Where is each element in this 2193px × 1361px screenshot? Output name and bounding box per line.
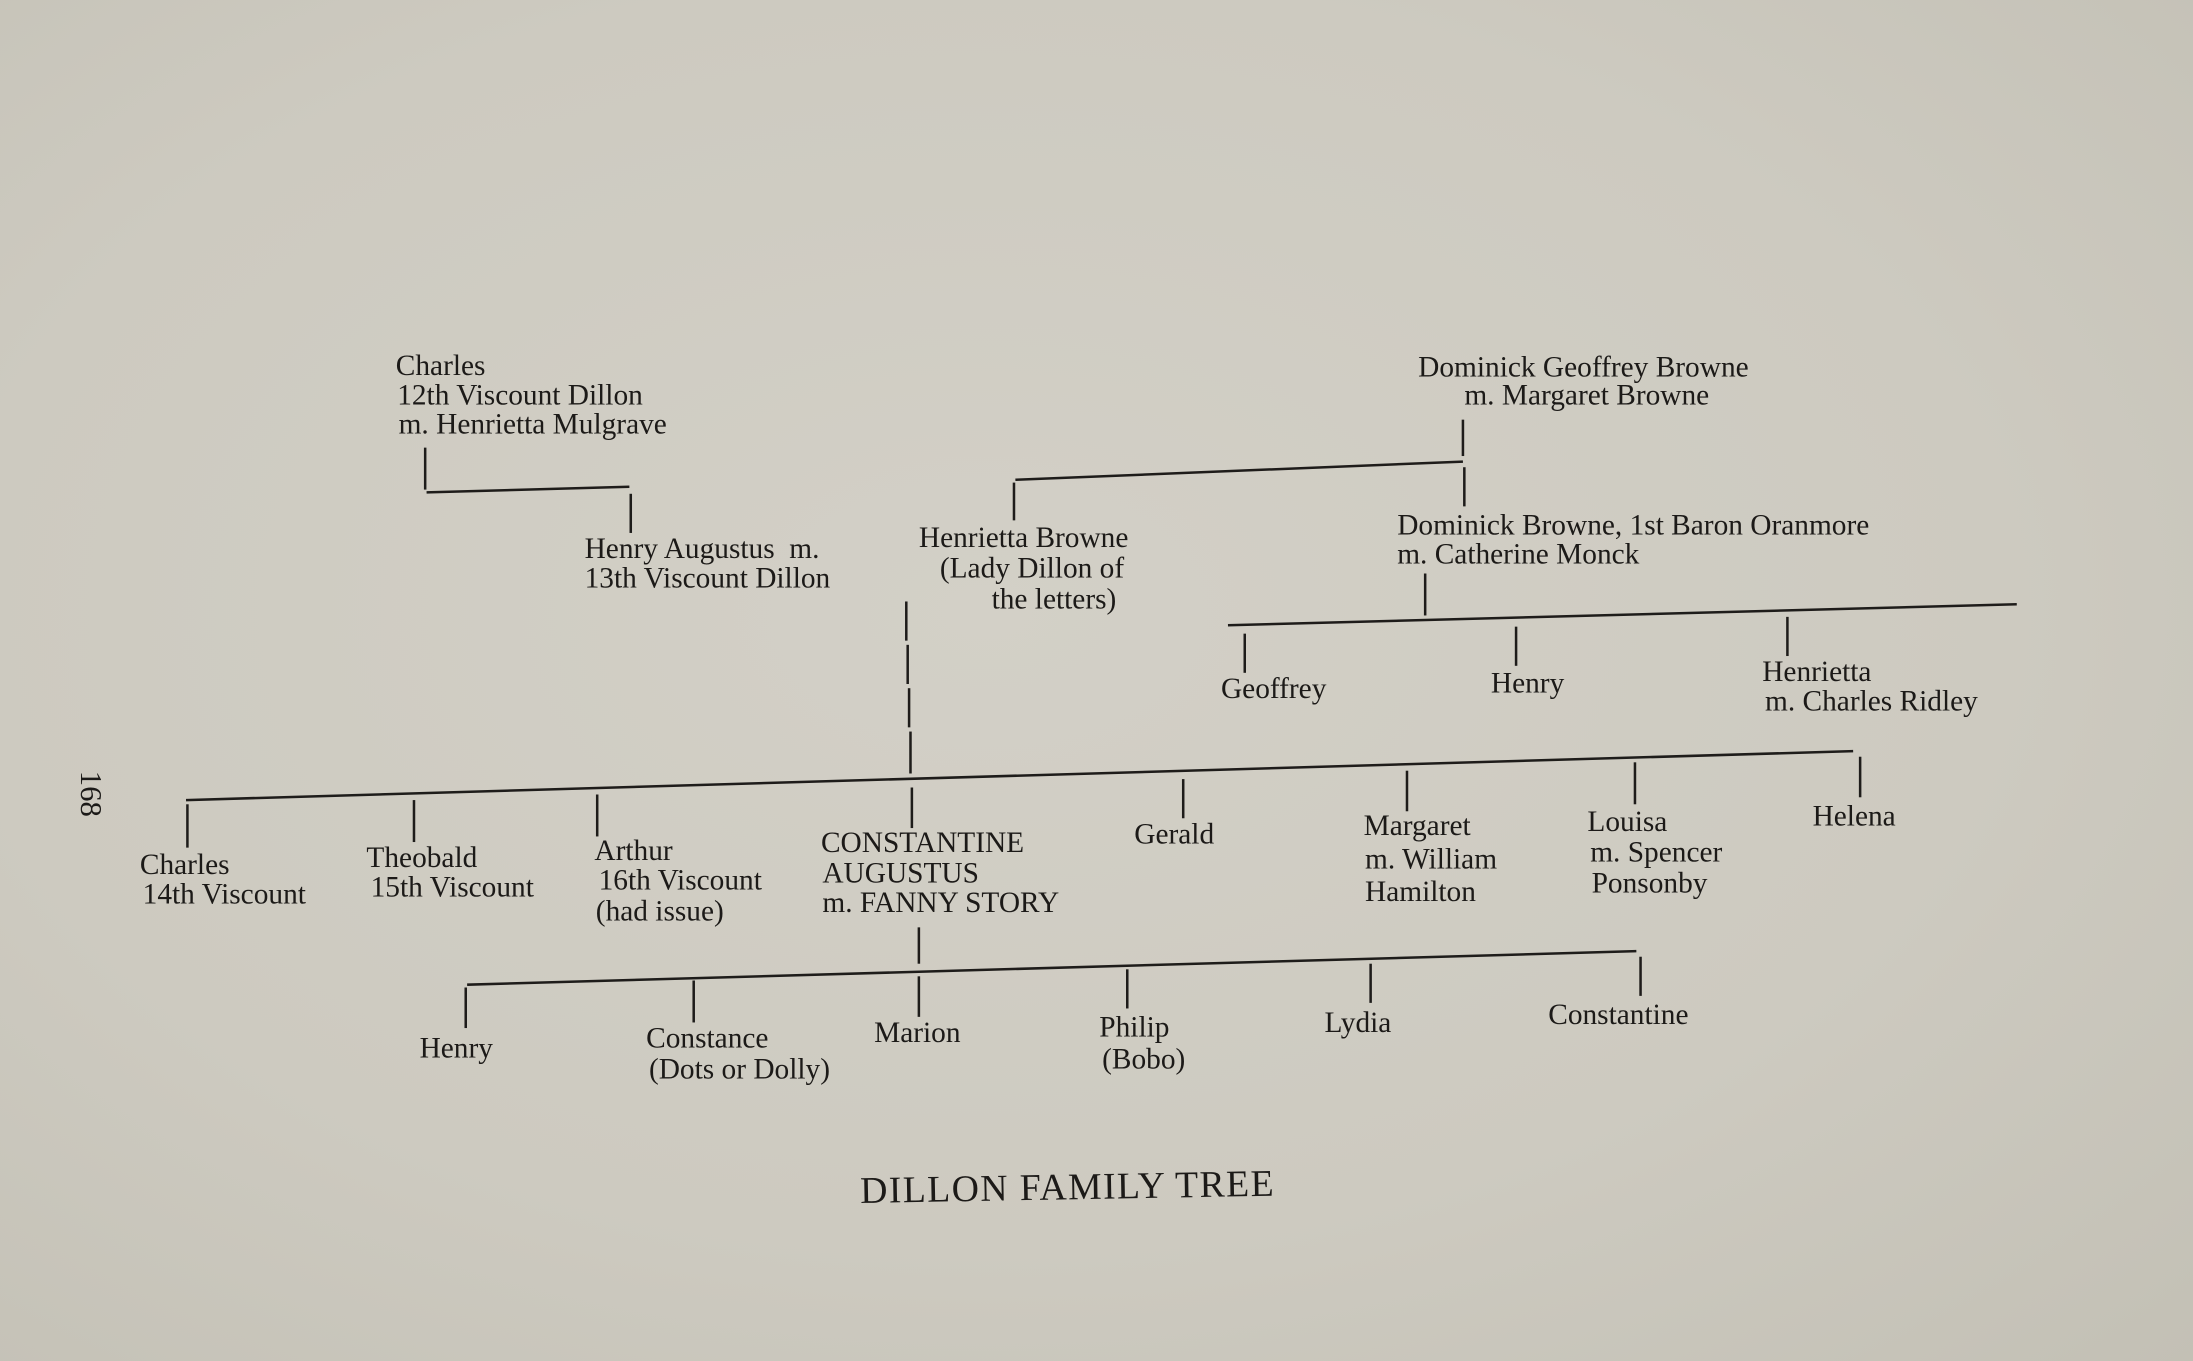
person-geoffrey: Geoffrey [1221, 673, 1327, 705]
person-lydia: Lydia [1324, 1007, 1391, 1039]
person-dominick-browne-oranmore: Dominick Browne, 1st Baron Oranmore m. C… [1397, 509, 1869, 570]
name-line: 15th Viscount [371, 872, 534, 904]
name-line: Arthur [594, 835, 672, 867]
connector [467, 949, 1637, 986]
name-line: m. William [1365, 844, 1497, 876]
name-line: m. Catherine Monck [1397, 539, 1639, 571]
name-line: Dominick Browne, 1st Baron Oranmore [1397, 509, 1869, 541]
name-line: Hamilton [1365, 876, 1476, 908]
name-line: Theobald [366, 842, 477, 874]
name-line: (had issue) [596, 895, 724, 927]
name-line: m. Charles Ridley [1765, 686, 1978, 718]
name-line: 14th Viscount [143, 879, 306, 911]
name-line: the letters) [992, 583, 1117, 615]
name-line: (Lady Dillon of [940, 553, 1124, 585]
person-constantine-jr: Constantine [1548, 999, 1688, 1031]
person-henry-dillon: Henry [420, 1032, 494, 1064]
name-line: Philip [1099, 1011, 1169, 1043]
name-line: Constance [646, 1023, 768, 1055]
person-henry-browne: Henry [1491, 667, 1565, 699]
connector [426, 485, 630, 494]
person-helena: Helena [1813, 800, 1896, 832]
name-line: CONSTANTINE [821, 827, 1024, 859]
name-line: (Dots or Dolly) [649, 1053, 830, 1085]
name-line: m. FANNY STORY [822, 887, 1059, 919]
connector [185, 749, 1854, 802]
name-line: m. Henrietta Mulgrave [399, 409, 667, 441]
person-henrietta-ridley: Henrietta m. Charles Ridley [1762, 656, 1978, 717]
connector [1015, 460, 1463, 482]
name-line: Charles [396, 350, 486, 382]
person-constantine-augustus: CONSTANTINE AUGUSTUS m. FANNY STORY [821, 827, 1059, 919]
person-philip: Philip (Bobo) [1099, 1011, 1185, 1075]
person-louisa: Louisa m. Spencer Ponsonby [1587, 806, 1722, 900]
name-line: Henry Augustus m. [585, 533, 820, 565]
name-line: 16th Viscount [599, 865, 762, 897]
page-title: DILLON FAMILY TREE [860, 1163, 1276, 1212]
name-line: 12th Viscount Dillon [397, 379, 643, 411]
person-constance: Constance (Dots or Dolly) [646, 1023, 830, 1086]
name-line: Henrietta [1762, 656, 1871, 688]
name-line: Henrietta Browne [919, 522, 1129, 554]
name-line: Dominick Geoffrey Browne [1418, 351, 1748, 383]
person-theobald: Theobald 15th Viscount [366, 842, 533, 903]
person-dominick-geoffrey-browne: Dominick Geoffrey Browne m. Margaret Bro… [1418, 351, 1748, 411]
person-margaret: Margaret m. William Hamilton [1364, 810, 1498, 908]
connector-lines [185, 419, 2017, 1029]
name-line: (Bobo) [1102, 1044, 1185, 1076]
name-line: 13th Viscount Dillon [585, 562, 831, 594]
name-line: Margaret [1364, 810, 1471, 842]
name-line: Louisa [1587, 806, 1667, 838]
person-marion: Marion [874, 1017, 961, 1049]
name-line: m. Margaret Browne [1464, 379, 1709, 411]
connector [1227, 603, 2017, 627]
person-henrietta-browne: Henrietta Browne (Lady Dillon of the let… [919, 522, 1129, 616]
page-number: 168 [74, 771, 108, 817]
name-line: Charles [140, 849, 230, 881]
person-gerald: Gerald [1134, 818, 1214, 850]
name-line: m. Spencer [1590, 837, 1722, 869]
name-line: Ponsonby [1592, 867, 1708, 899]
person-henry-augustus: Henry Augustus m. 13th Viscount Dillon [585, 533, 831, 594]
person-charles-14th: Charles 14th Viscount [140, 849, 306, 910]
person-charles-12th-viscount: Charles 12th Viscount Dillon m. Henriett… [396, 350, 667, 441]
person-arthur: Arthur 16th Viscount (had issue) [594, 835, 761, 927]
name-line: AUGUSTUS [822, 858, 979, 890]
